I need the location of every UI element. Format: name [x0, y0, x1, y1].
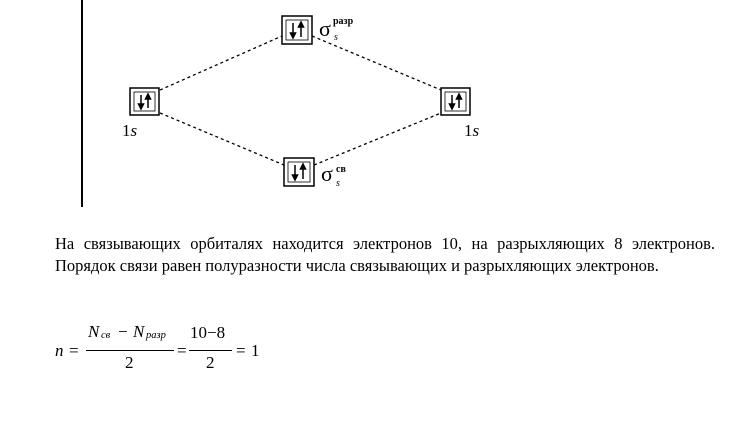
atom-right-label: 1s: [464, 121, 480, 140]
fraction-bar-1: [86, 350, 174, 351]
bonding-subscript: s: [336, 178, 340, 189]
antibonding-superscript: разр: [333, 16, 354, 27]
formula-N1: N: [88, 322, 100, 341]
formula-lhs: n: [55, 341, 64, 360]
antibonding-sigma: σ: [319, 16, 331, 41]
orbital-box-antibonding: [281, 15, 313, 45]
orbital-box-bonding: [283, 157, 315, 187]
formula-minus: −: [118, 322, 128, 341]
bonding-sigma: σ: [321, 161, 333, 186]
bonding-superscript: св: [336, 164, 346, 175]
mo-diagram: [81, 0, 471, 207]
formula-den2: 2: [206, 353, 215, 372]
electron-pair-icon: [137, 92, 152, 111]
electron-pair-icon: [291, 162, 307, 182]
formula-N2: N: [133, 322, 145, 341]
orbital-box-right: [440, 87, 471, 116]
electron-pair-icon: [448, 92, 463, 111]
electron-pair-icon: [289, 20, 305, 40]
explanation-paragraph: На связывающих орбиталях находится элект…: [55, 234, 715, 275]
formula-N1-sub: св: [101, 330, 111, 341]
formula-eq3: =: [236, 341, 246, 360]
fraction-bar-2: [189, 350, 232, 351]
formula-num2: 10−8: [190, 323, 226, 342]
antibonding-subscript: s: [334, 32, 338, 43]
dashed-connectors: [159, 35, 442, 166]
formula-eq1: =: [69, 341, 79, 360]
atom-left-label: 1s: [122, 121, 138, 140]
orbital-box-left: [129, 87, 160, 116]
formula-N2-sub: разр: [146, 330, 166, 341]
formula-eq2: =: [177, 341, 187, 360]
formula-result: 1: [251, 341, 260, 360]
formula-den1: 2: [125, 353, 134, 372]
